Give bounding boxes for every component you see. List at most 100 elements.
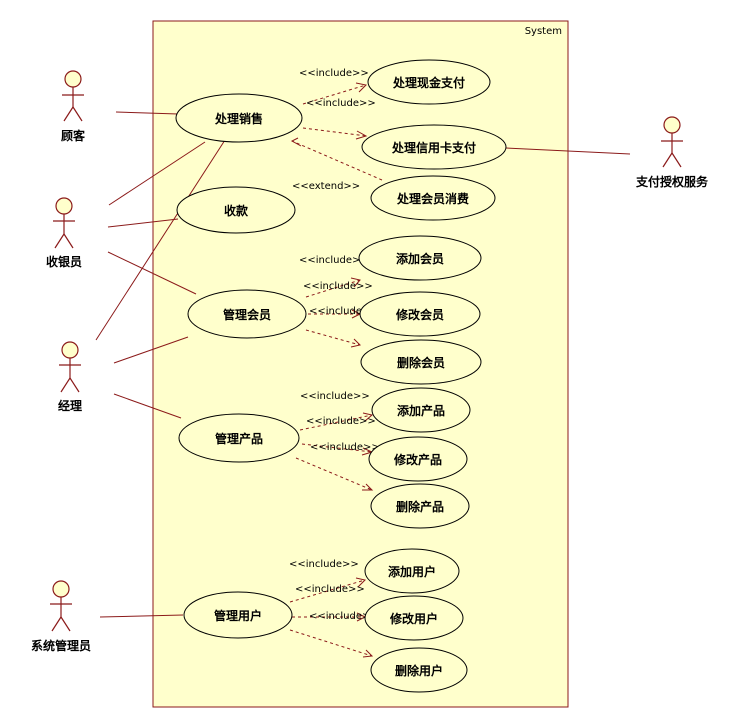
actor-customer-head xyxy=(64,70,82,88)
include-arrowhead-delete-user xyxy=(362,649,374,658)
use-case-card-payment-label: 处理信用卡支付 xyxy=(391,140,476,155)
use-case-process-sale-shape xyxy=(175,93,303,143)
actor-customer-label: 顾客 xyxy=(61,128,86,143)
include-arrow-delete-user xyxy=(289,629,373,657)
use-case-delete-member-shape xyxy=(360,339,482,385)
actor-payment-service-head xyxy=(663,116,681,134)
use-case-edit-member[interactable]: 修改会员 xyxy=(359,291,481,337)
use-case-manage-products-shape xyxy=(178,413,300,463)
include-arrow-add-user xyxy=(289,579,366,603)
use-case-member-spend-shape xyxy=(370,175,496,221)
actor-customer[interactable]: 顾客 xyxy=(61,70,86,143)
include-arrow-add-product xyxy=(299,414,373,431)
include-arrowhead-delete-member xyxy=(350,338,361,348)
stereotype-include-delete-member: <<include>> xyxy=(309,306,379,317)
include-arrow-card xyxy=(302,127,367,137)
use-case-delete-product[interactable]: 删除产品 xyxy=(370,483,470,529)
use-case-delete-product-shape xyxy=(370,483,470,529)
use-case-add-member[interactable]: 添加会员 xyxy=(358,235,482,281)
use-cases: 处理销售 处理现金支付 处理信用卡支付 处理会员消费 收款 管理会员 添加会员 xyxy=(175,59,507,693)
associations xyxy=(95,111,631,618)
use-case-collect-payment-shape xyxy=(176,186,296,234)
stereotype-include-cash: <<include>> xyxy=(299,68,369,79)
include-arrowhead-add-user xyxy=(355,577,366,588)
use-case-add-user-label: 添加用户 xyxy=(388,564,436,579)
use-case-manage-users[interactable]: 管理用户 xyxy=(183,591,293,639)
use-case-manage-members[interactable]: 管理会员 xyxy=(187,289,307,339)
actor-cashier-label: 收银员 xyxy=(46,254,82,269)
use-case-delete-product-label: 删除产品 xyxy=(396,499,444,514)
assoc-manager-process-sale xyxy=(95,139,226,341)
use-case-manage-users-label: 管理用户 xyxy=(214,608,262,623)
use-case-manage-products[interactable]: 管理产品 xyxy=(178,413,300,463)
use-case-add-product-label: 添加产品 xyxy=(397,403,445,418)
assoc-cashier-manage-members xyxy=(107,251,197,295)
use-case-add-user[interactable]: 添加用户 xyxy=(364,548,460,594)
stereotype-include-edit-user: <<include>> xyxy=(295,584,365,595)
stereotype-include-delete-user: <<include>> xyxy=(309,611,379,622)
include-arrowhead-card xyxy=(355,130,368,140)
assoc-manager-manage-members xyxy=(113,336,189,364)
include-arrowhead-add-member xyxy=(350,277,361,288)
include-arrow-delete-product xyxy=(295,457,373,491)
include-arrowhead-add-product xyxy=(362,412,374,422)
actor-sysadmin-head xyxy=(52,580,70,598)
actor-payment-service-leg-left xyxy=(662,152,673,168)
use-case-add-member-shape xyxy=(358,235,482,281)
actor-cashier-leg-left xyxy=(54,233,65,249)
actor-sysadmin-label: 系统管理员 xyxy=(31,638,91,653)
use-case-manage-members-shape xyxy=(187,289,307,339)
use-case-member-spend[interactable]: 处理会员消费 xyxy=(370,175,496,221)
actor-cashier-head xyxy=(55,197,73,215)
include-arrowhead-cash xyxy=(355,82,368,93)
use-case-collect-payment[interactable]: 收款 xyxy=(176,186,296,234)
stereotype-include-add-product: <<include>> xyxy=(300,391,370,402)
use-case-cash-payment-shape xyxy=(367,59,491,105)
use-case-manage-members-label: 管理会员 xyxy=(223,307,271,322)
use-case-process-sale[interactable]: 处理销售 xyxy=(175,93,303,143)
actor-sysadmin[interactable]: 系统管理员 xyxy=(31,580,91,653)
use-case-add-member-label: 添加会员 xyxy=(396,251,444,266)
use-case-add-product[interactable]: 添加产品 xyxy=(371,387,471,433)
stereotype-include-add-member: <<include>> xyxy=(299,255,369,266)
use-case-add-user-shape xyxy=(364,548,460,594)
actor-payment-service[interactable]: 支付授权服务 xyxy=(635,116,709,189)
actor-sysadmin-leg-right xyxy=(60,616,71,632)
use-case-delete-member-label: 删除会员 xyxy=(397,355,445,370)
actor-manager-head xyxy=(61,341,79,359)
use-case-delete-user-shape xyxy=(370,647,468,693)
assoc-manager-manage-products xyxy=(113,393,182,419)
use-case-add-product-shape xyxy=(371,387,471,433)
actor-manager-leg-right xyxy=(69,377,80,393)
actor-customer-leg-left xyxy=(63,106,74,122)
actor-cashier[interactable]: 收银员 xyxy=(46,197,82,269)
use-case-edit-member-label: 修改会员 xyxy=(395,307,444,322)
stereotype-include-add-user: <<include>> xyxy=(289,559,359,570)
actors: 顾客 收银员 经理 系统管理员 xyxy=(31,70,709,653)
stereotype-extend-member-spend: <<extend>> xyxy=(292,181,360,192)
extend-arrowhead-member-spend xyxy=(290,137,302,147)
use-case-edit-user-shape xyxy=(364,595,464,641)
actor-manager[interactable]: 经理 xyxy=(58,341,82,413)
assoc-cashier-collect xyxy=(107,218,179,228)
use-case-card-payment[interactable]: 处理信用卡支付 xyxy=(361,124,507,170)
use-case-manage-users-shape xyxy=(183,591,293,639)
actor-sysadmin-leg-left xyxy=(51,616,62,632)
assoc-cashier-process-sale xyxy=(108,141,206,206)
system-boundary-label: System xyxy=(525,26,562,37)
actor-customer-leg-right xyxy=(72,106,83,122)
use-case-delete-member[interactable]: 删除会员 xyxy=(360,339,482,385)
use-case-edit-user[interactable]: 修改用户 xyxy=(364,595,464,641)
actor-manager-leg-left xyxy=(60,377,71,393)
use-case-edit-product[interactable]: 修改产品 xyxy=(368,436,468,482)
assoc-card-payment-service xyxy=(505,147,631,155)
use-case-cash-payment[interactable]: 处理现金支付 xyxy=(367,59,491,105)
stereotype-include-edit-product: <<include>> xyxy=(306,416,376,427)
use-case-card-payment-shape xyxy=(361,124,507,170)
use-case-edit-product-label: 修改产品 xyxy=(393,452,442,467)
use-case-edit-user-label: 修改用户 xyxy=(389,611,438,626)
use-case-delete-user[interactable]: 删除用户 xyxy=(370,647,468,693)
stereotype-include-edit-member: <<include>> xyxy=(303,281,373,292)
stereotype-include-card: <<include>> xyxy=(306,98,376,109)
